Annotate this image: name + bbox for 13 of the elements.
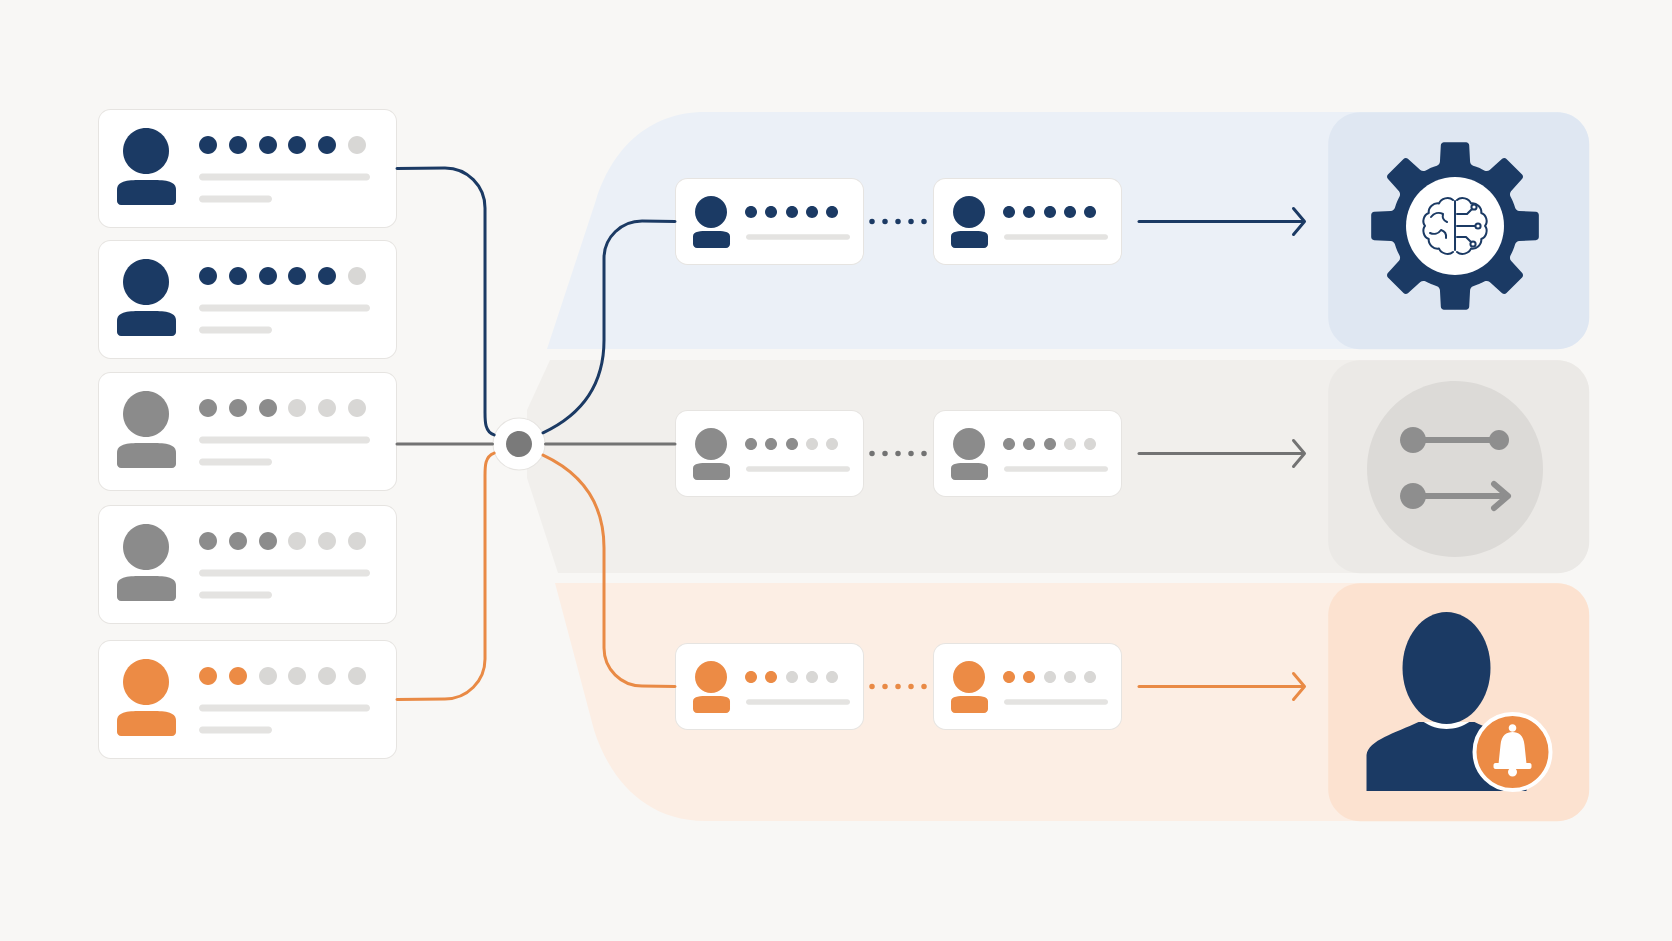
dotted-line [869, 683, 928, 690]
connector-line [541, 453, 677, 688]
connector-line [395, 442, 494, 446]
connector-line [395, 166, 496, 437]
hub-circle [492, 417, 546, 471]
dotted-line [869, 218, 928, 225]
connector-line [541, 219, 677, 435]
arrow [1137, 207, 1306, 236]
connector-line [395, 451, 496, 701]
arrow [1137, 439, 1306, 468]
arrow [1137, 672, 1306, 701]
connector-line [544, 442, 677, 446]
dotted-line [869, 450, 928, 457]
